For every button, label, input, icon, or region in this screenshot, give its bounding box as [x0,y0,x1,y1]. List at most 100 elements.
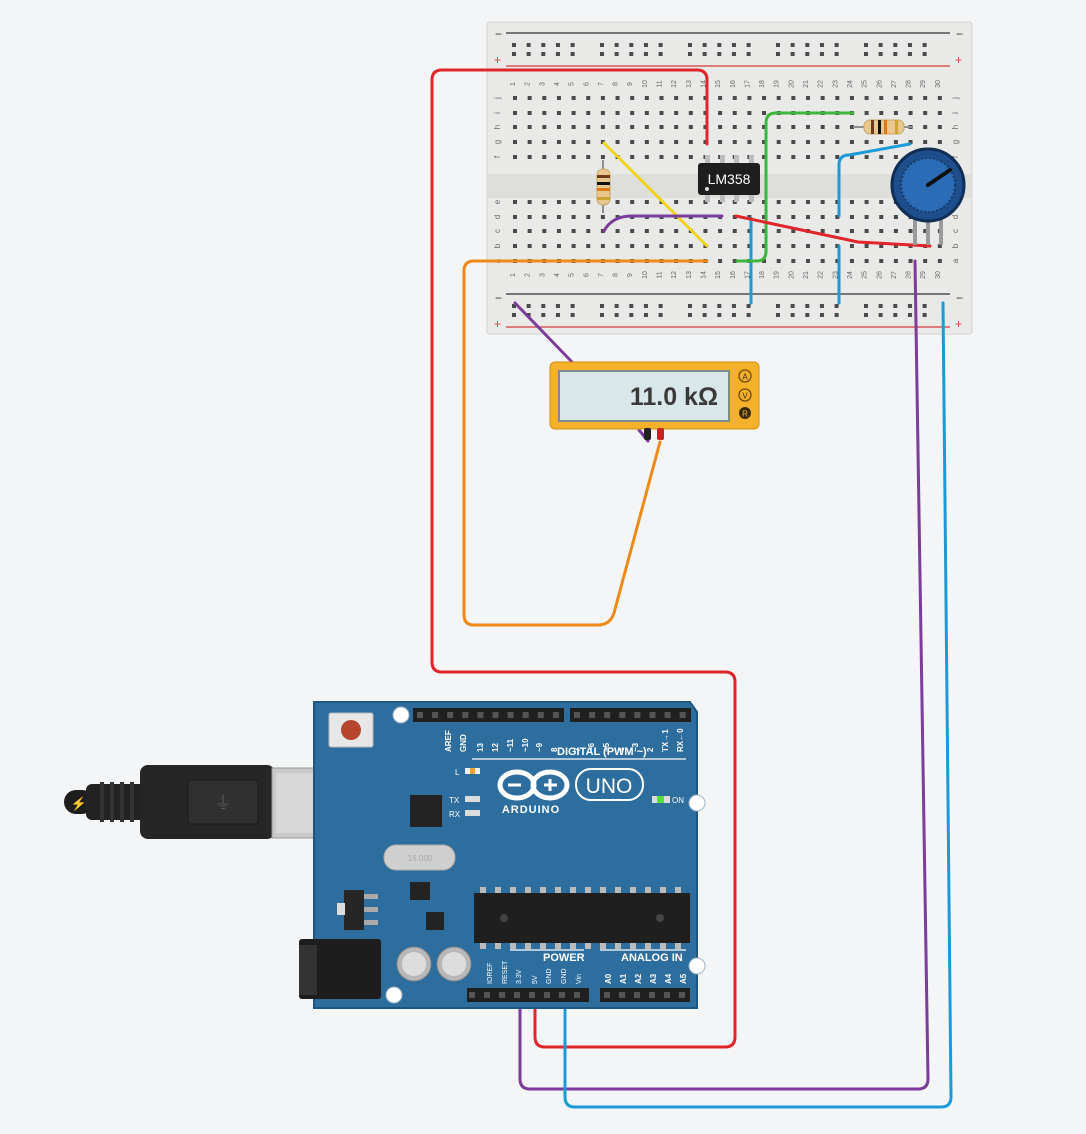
breadboard-hole[interactable] [718,140,723,144]
rail-hole[interactable] [643,43,648,47]
breadboard-hole[interactable] [762,200,767,204]
breadboard-hole[interactable] [732,125,737,129]
potentiometer[interactable] [890,147,966,245]
breadboard-hole[interactable] [879,215,884,219]
rail-hole[interactable] [555,313,560,317]
header-pin[interactable] [417,712,423,718]
breadboard-hole[interactable] [513,215,517,219]
breadboard-hole[interactable] [513,111,517,115]
breadboard-hole[interactable] [703,111,708,115]
breadboard-hole[interactable] [556,140,561,144]
breadboard-hole[interactable] [527,215,532,219]
breadboard-hole[interactable] [630,200,635,204]
wire-blue-gnd[interactable] [563,301,953,1109]
breadboard-hole[interactable] [615,111,620,115]
breadboard-hole[interactable] [542,155,547,159]
breadboard-hole[interactable] [556,200,561,204]
breadboard-hole[interactable] [923,111,928,115]
rail-hole[interactable] [746,313,751,317]
wire-blue-pot[interactable] [837,142,912,218]
breadboard-hole[interactable] [747,229,752,233]
breadboard-hole[interactable] [600,111,605,115]
breadboard-hole[interactable] [644,125,649,129]
breadboard-hole[interactable] [542,96,547,100]
rail-hole[interactable] [864,52,868,56]
resistor-vertical[interactable] [596,160,611,213]
header-pin[interactable] [679,712,686,718]
breadboard-hole[interactable] [791,259,796,263]
breadboard-hole[interactable] [542,215,547,219]
breadboard-hole[interactable] [806,155,810,159]
breadboard-hole[interactable] [644,155,649,159]
breadboard-hole[interactable] [747,215,752,219]
breadboard-hole[interactable] [586,215,591,219]
rail-hole[interactable] [629,313,634,317]
breadboard-hole[interactable] [659,125,664,129]
breadboard-hole[interactable] [806,140,810,144]
breadboard-hole[interactable] [688,111,693,115]
breadboard-hole[interactable] [600,215,605,219]
header-pin[interactable] [507,712,514,718]
breadboard-hole[interactable] [879,244,884,248]
breadboard-hole[interactable] [820,140,825,144]
power-header[interactable] [467,988,690,1002]
wire-red-pot[interactable] [734,214,932,248]
breadboard-hole[interactable] [747,96,752,100]
breadboard-hole[interactable] [864,259,869,263]
breadboard-hole[interactable] [893,155,898,159]
breadboard-hole[interactable] [747,244,752,248]
breadboard-hole[interactable] [513,244,517,248]
breadboard-hole[interactable] [659,155,664,159]
mode-resistance-button[interactable]: R [739,407,751,419]
rail-hole[interactable] [790,52,795,56]
breadboard-hole[interactable] [937,244,942,248]
rail-hole[interactable] [819,43,824,47]
breadboard-hole[interactable] [644,96,649,100]
breadboard-hole[interactable] [864,200,869,204]
rail-hole[interactable] [790,43,795,47]
rail-hole[interactable] [746,43,751,47]
breadboard-hole[interactable] [527,111,532,115]
breadboard-hole[interactable] [513,155,517,159]
breadboard-hole[interactable] [835,155,840,159]
breadboard-hole[interactable] [835,125,840,129]
rail-hole[interactable] [790,304,795,308]
breadboard-hole[interactable] [835,215,840,219]
breadboard-hole[interactable] [659,244,664,248]
rail-hole[interactable] [893,43,898,47]
breadboard-hole[interactable] [600,96,605,100]
breadboard-hole[interactable] [923,125,928,129]
breadboard-hole[interactable] [776,215,781,219]
rail-hole[interactable] [702,52,707,56]
breadboard-hole[interactable] [615,140,620,144]
rail-hole[interactable] [907,43,912,47]
rail-hole[interactable] [805,304,810,308]
resistor-horizontal[interactable] [853,119,912,135]
rail-hole[interactable] [688,52,692,56]
header-pin[interactable] [447,712,454,718]
breadboard-hole[interactable] [615,229,620,233]
rail-hole[interactable] [717,313,722,317]
breadboard-hole[interactable] [747,140,752,144]
breadboard-hole[interactable] [703,140,708,144]
breadboard-hole[interactable] [791,229,796,233]
breadboard-hole[interactable] [864,111,869,115]
breadboard-hole[interactable] [674,200,679,204]
breadboard-hole[interactable] [556,125,561,129]
breadboard-hole[interactable] [644,229,649,233]
breadboard-hole[interactable] [630,244,635,248]
breadboard-hole[interactable] [835,200,840,204]
wire-green[interactable] [735,111,855,263]
breadboard-hole[interactable] [762,229,767,233]
rail-hole[interactable] [746,52,751,56]
rail-hole[interactable] [643,304,648,308]
rail-hole[interactable] [702,313,707,317]
header-pin[interactable] [477,712,484,718]
rail-hole[interactable] [819,52,824,56]
breadboard-hole[interactable] [908,259,913,263]
rail-hole[interactable] [819,304,824,308]
breadboard-hole[interactable] [600,244,605,248]
breadboard-hole[interactable] [542,229,547,233]
breadboard-hole[interactable] [820,244,825,248]
breadboard-hole[interactable] [556,111,561,115]
